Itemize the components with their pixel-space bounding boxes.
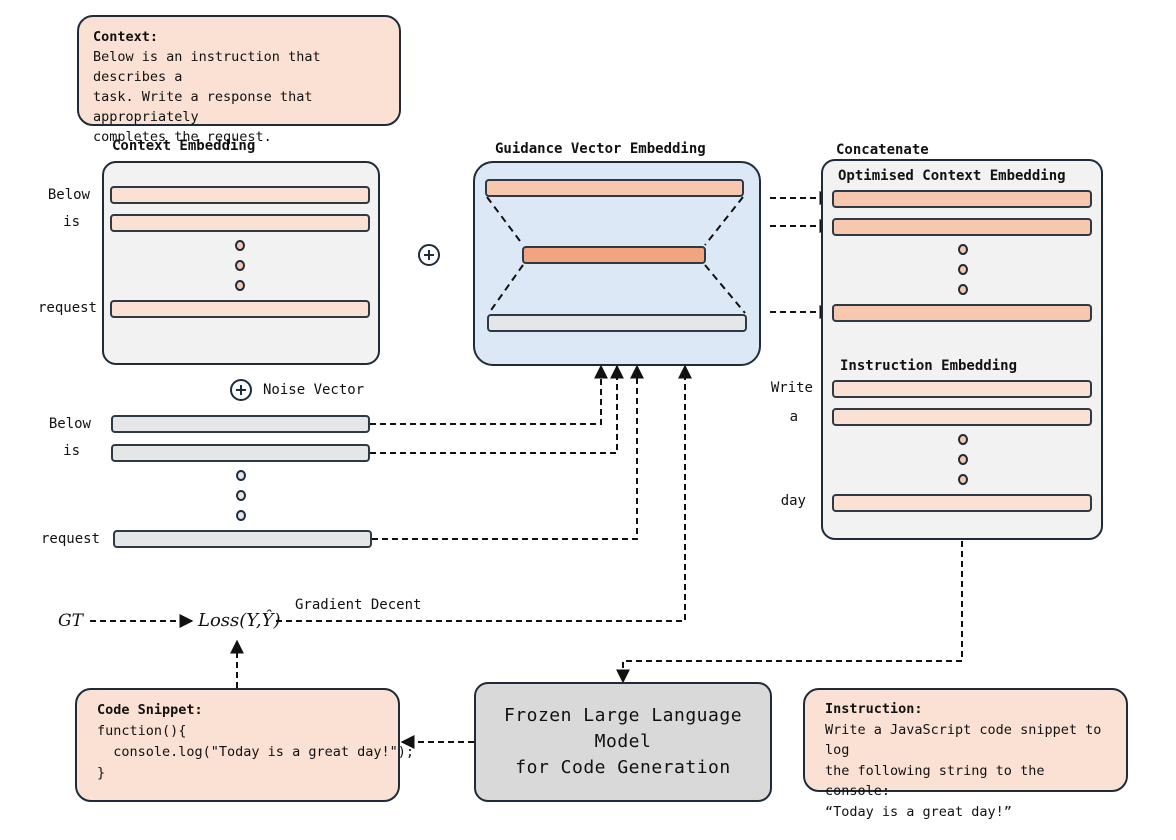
optimised-row	[832, 304, 1092, 322]
token-label: Below	[47, 187, 90, 203]
instruction-note-heading: Instruction:	[825, 701, 923, 717]
ellipsis-dot	[235, 260, 245, 271]
ellipsis-dot	[236, 470, 246, 481]
noise-row	[111, 415, 370, 433]
context-note-line: completes the request.	[93, 129, 272, 145]
guidance-title: Guidance Vector Embedding	[495, 141, 706, 157]
context-embedding-row	[110, 186, 370, 204]
token-label: Write	[770, 380, 813, 396]
optimised-row	[832, 190, 1092, 208]
optimised-row	[832, 218, 1092, 236]
gradient-arrow	[276, 364, 692, 622]
context-embedding-title: Context Embedding	[112, 138, 256, 154]
code-line: function(){	[97, 723, 187, 739]
ellipsis-dot	[958, 454, 968, 465]
llm-line: Frozen Large Language Model	[503, 705, 743, 752]
instruction-row	[832, 494, 1092, 512]
optimised-title: Optimised Context Embedding	[838, 168, 1066, 184]
token-label: day	[780, 493, 806, 509]
token-label: request	[37, 300, 97, 316]
token-label: is	[63, 443, 80, 459]
add-icon	[230, 379, 252, 401]
add-icon	[418, 244, 440, 266]
guidance-decoder-bar	[487, 314, 747, 332]
code-line: console.log("Today is a great day!");	[97, 744, 414, 760]
instruction-embedding-title: Instruction Embedding	[840, 358, 1018, 374]
token-label: Below	[48, 416, 91, 432]
ellipsis-dot	[236, 510, 246, 521]
token-label: is	[63, 214, 80, 230]
ellipsis-dot	[235, 280, 245, 291]
frozen-llm-box: Frozen Large Language Model for Code Gen…	[474, 682, 772, 802]
context-note-line: Below is an instruction that describes a	[93, 49, 321, 85]
code-snippet-note: Code Snippet: function(){ console.log("T…	[75, 688, 414, 802]
loss-formula: Loss(Y,Ŷ)	[198, 610, 281, 631]
noise-row	[111, 444, 370, 462]
ellipsis-dot	[958, 264, 968, 275]
code-line: }	[97, 765, 106, 781]
code-snippet-heading: Code Snippet:	[97, 702, 203, 718]
guidance-bottleneck-lines	[486, 196, 746, 314]
context-note-line: task. Write a response that appropriatel…	[93, 89, 313, 125]
concatenate-title: Concatenate	[836, 142, 929, 158]
instruction-line: the following string to the console:	[825, 762, 1045, 800]
ellipsis-dot	[958, 244, 968, 255]
noise-vector-label: Noise Vector	[263, 382, 365, 398]
ellipsis-dot	[235, 240, 245, 251]
gt-label: GT	[58, 611, 83, 631]
context-embedding-row	[110, 300, 370, 318]
llm-line: for Code Generation	[515, 757, 731, 778]
ellipsis-dot	[958, 434, 968, 445]
noise-is-arrow	[370, 364, 624, 454]
ellipsis-dot	[236, 490, 246, 501]
context-note: Context: Below is an instruction that de…	[77, 15, 401, 145]
instruction-note: Instruction: Write a JavaScript code sni…	[803, 688, 1128, 820]
guidance-encoder-bar	[485, 179, 744, 197]
concat-to-llm-arrow	[616, 541, 963, 684]
instruction-line: Write a JavaScript code snippet to log	[825, 721, 1102, 759]
context-embedding-row	[110, 214, 370, 232]
token-label: a	[789, 409, 798, 425]
noise-row	[113, 530, 372, 548]
context-note-heading: Context:	[93, 29, 159, 45]
noise-below-arrow	[370, 364, 608, 425]
instruction-row	[832, 380, 1092, 398]
ellipsis-dot	[958, 474, 968, 485]
instruction-line: “Today is a great day!”	[825, 803, 1012, 820]
noise-request-arrow	[372, 364, 644, 540]
instruction-row	[832, 408, 1092, 426]
token-label: request	[40, 531, 100, 547]
gradient-decent-label: Gradient Decent	[295, 597, 422, 613]
guidance-latent-bar	[522, 246, 706, 264]
ellipsis-dot	[958, 284, 968, 295]
